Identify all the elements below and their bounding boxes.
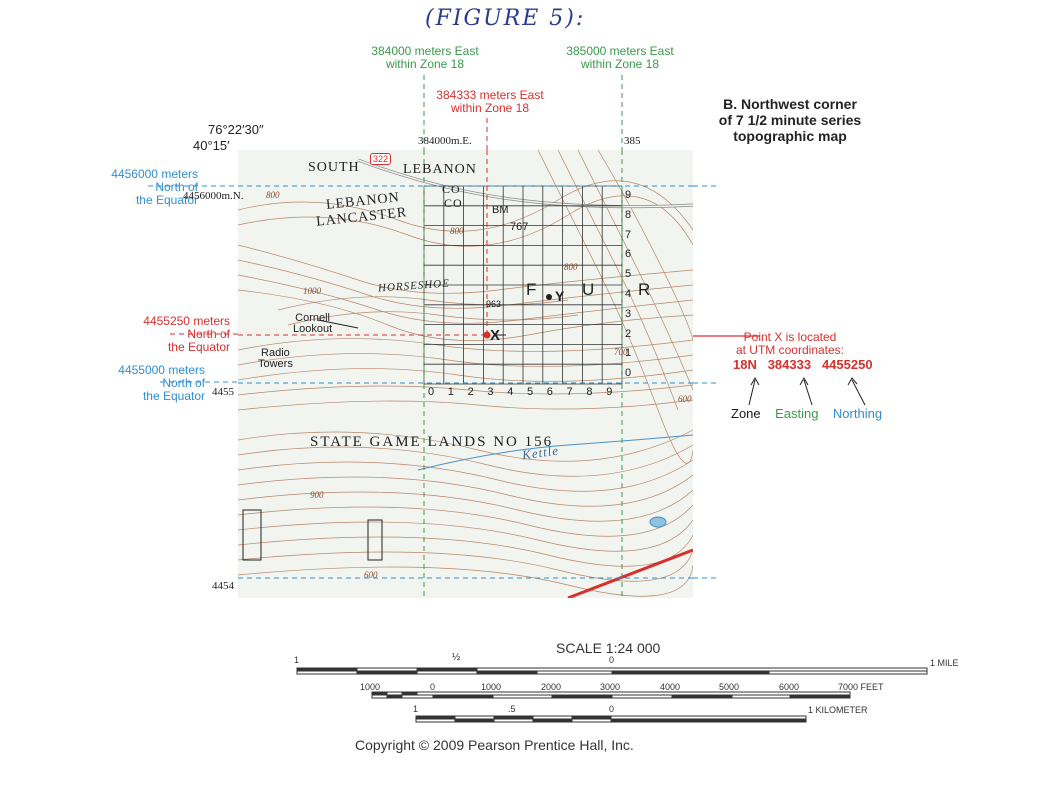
grid-number-bottom: 7 [566, 386, 573, 398]
grid-number-right: 0 [625, 367, 632, 380]
place-radio-towers: Radio Towers [258, 347, 293, 370]
pond [649, 516, 667, 528]
scale-km-label: 1 KILOMETER [808, 705, 868, 715]
point-x-marker [483, 331, 491, 339]
longitude-label: 76°22′30″ [208, 122, 264, 137]
contour-label: 700 [614, 347, 628, 357]
grid-number-right: 7 [625, 228, 632, 241]
grid-number-right: 5 [625, 268, 632, 281]
scale-mile-label: 0 [609, 655, 615, 665]
scale-feet-label: 4000 [660, 682, 681, 692]
corner-title: B. Northwest corner of 7 1/2 minute seri… [718, 96, 862, 144]
utm-northing-value: 4455250 [821, 357, 873, 372]
easting-label: Easting [775, 406, 819, 421]
contour-label: 800 [564, 262, 578, 272]
grid-number-bottom: 9 [606, 386, 613, 398]
zone-label: Zone [731, 406, 761, 421]
scale-km-label: 1 [413, 704, 419, 714]
grid-number-right: 9 [625, 189, 632, 201]
northing-label: Northing [832, 406, 883, 421]
scale-feet-label: 0 [430, 682, 436, 692]
utm-zone-value: 18N [733, 357, 757, 372]
utm-easting-value: 384333 [767, 357, 812, 372]
point-x-note-line1: Point X is located [743, 330, 837, 344]
grid-number-bottom: 3 [487, 386, 494, 398]
point-y-marker [546, 294, 552, 300]
scale-feet-label: 3000 [600, 682, 621, 692]
copyright: Copyright © 2009 Pearson Prentice Hall, … [355, 737, 634, 753]
scale-feet-label: 1000 [360, 682, 381, 692]
scale-feet-label: 1000 [481, 682, 502, 692]
place-lebanon-top: LEBANON [403, 162, 477, 177]
grid-number-bottom: 4 [507, 386, 514, 398]
place-cornell-lookout: Cornell Lookout [293, 312, 333, 335]
topographic-map: SOUTH LEBANON 322 LEBANON LANCASTER CO C… [238, 150, 693, 598]
stream [417, 434, 693, 471]
easting-385000-label: 385000 meters East within Zone 18 [566, 44, 674, 71]
label-four-r: R [638, 280, 652, 299]
contour-label: 900 [310, 490, 324, 500]
county-co-2: CO [444, 196, 463, 210]
latitude-label: 40°15′ [193, 138, 230, 153]
tick-easting-385: 385 [624, 135, 641, 147]
grid-number-bottom: 8 [586, 386, 593, 398]
place-south: SOUTH [308, 160, 360, 175]
scale-mile-label: 1 [294, 655, 300, 665]
highway [567, 548, 693, 598]
place-state-game-lands: STATE GAME LANDS NO 156 [310, 434, 554, 450]
contour-label: 800 [450, 226, 464, 236]
route-322-shield: 322 [370, 153, 392, 165]
scale-mile-label: ½ [452, 652, 461, 663]
northing-4455000-label: 4455000 meters North of the Equator [118, 363, 205, 403]
point-x-note-line2: at UTM coordinates: [735, 343, 845, 357]
grid-number-bottom: 5 [527, 386, 534, 398]
contour-label: 1000 [303, 286, 321, 296]
tick-northing-4454: 4454 [212, 580, 234, 592]
grid-number-bottom: 0 [428, 386, 435, 398]
tick-northing-4455: 4455 [212, 386, 234, 398]
grid-number-right: 6 [625, 248, 632, 261]
label-point-x: X [490, 327, 501, 344]
tick-northing-4456000: 4456000m.N. [183, 190, 244, 202]
label-four-f: F [526, 280, 538, 299]
contour-label: 800 [266, 190, 280, 200]
elevation-963: 963 [486, 299, 502, 309]
easting-384333-label: 384333 meters East within Zone 18 [436, 88, 544, 115]
scale-title: SCALE 1:24 000 [556, 640, 661, 656]
scale-feet-label: 2000 [541, 682, 562, 692]
map-canvas [238, 150, 693, 598]
grid-number-bottom: 2 [467, 386, 474, 398]
grid-number-right: 2 [625, 327, 632, 340]
grid-number-bottom: 1 [447, 386, 454, 398]
label-four-u: U [582, 280, 596, 299]
grid-number-right: 8 [625, 208, 632, 221]
building-outline [242, 509, 262, 561]
county-co-1: CO [442, 182, 461, 196]
scale-feet-label: 5000 [719, 682, 740, 692]
grid-number-right: 3 [625, 307, 632, 320]
contour-label: 600 [678, 394, 692, 404]
benchmark: BM [492, 204, 509, 216]
grid-number-bottom: 6 [546, 386, 553, 398]
point-x-note: Point X is located at UTM coordinates: [720, 331, 860, 357]
scale-feet-label: 6000 [779, 682, 800, 692]
building-outline [367, 519, 383, 561]
grid-number-right: 4 [625, 288, 632, 300]
benchmark-value: 767 [510, 221, 529, 233]
northing-4456000-label: 4456000 meters North of the Equator [111, 167, 198, 207]
label-point-y: Y [555, 288, 565, 304]
grid-number-right: 1 [625, 347, 632, 360]
scale-km-label: 0 [609, 704, 615, 714]
figure-title: (FIGURE 5): [425, 6, 586, 31]
scale-km-label: .5 [508, 704, 516, 714]
scale-feet-label: 7000 FEET [838, 682, 884, 692]
easting-384000-label: 384000 meters East within Zone 18 [371, 44, 479, 71]
utm-coordinates: 18N 384333 4455250 [733, 357, 873, 372]
tick-easting-384000: 384000m.E. [418, 135, 472, 147]
contour-label: 600 [364, 570, 378, 580]
scale-mile-label: 1 MILE [930, 658, 959, 668]
utm-component-labels: Zone Easting Northing [731, 406, 882, 421]
